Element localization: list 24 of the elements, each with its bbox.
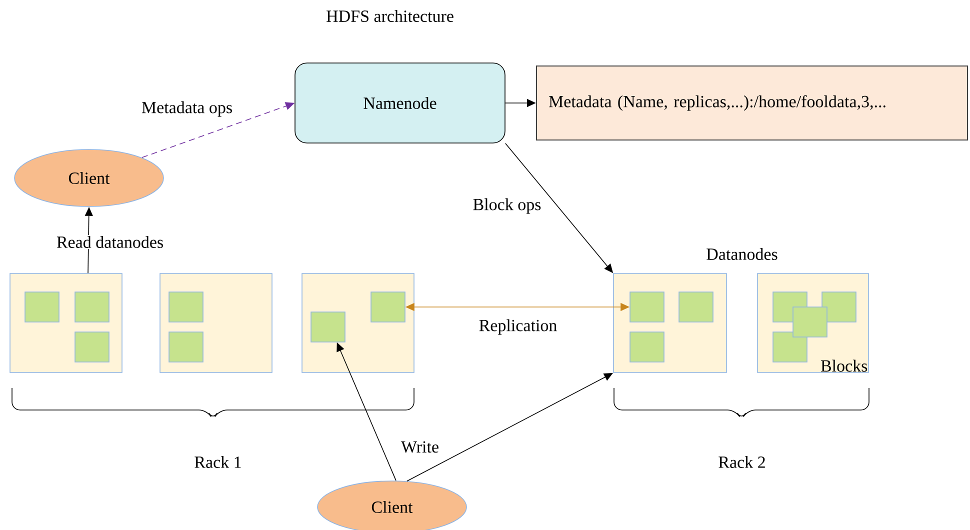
block-square	[24, 292, 60, 322]
block-square	[74, 292, 110, 322]
block-square	[678, 292, 714, 322]
block-square	[630, 332, 664, 362]
block-square	[74, 332, 110, 362]
label: Datanodes	[706, 248, 778, 260]
block-square	[772, 332, 808, 362]
block-square	[310, 312, 346, 342]
namenode-box: Namenode	[294, 62, 506, 144]
block-square	[822, 292, 856, 322]
block-square	[370, 292, 406, 322]
block-square	[630, 292, 664, 322]
edge-label: Write	[400, 440, 440, 454]
title: HDFS architecture	[326, 10, 454, 22]
edge-label: Block ops	[472, 197, 542, 215]
edge-label: Read datanodes	[55, 235, 165, 249]
label: Rack 2	[718, 456, 765, 468]
block-square	[168, 332, 204, 362]
edge-label: Metadata ops	[140, 100, 234, 118]
edge-label: Replication	[478, 318, 558, 336]
metadata-box: Metadata (Name, replicas,...):/home/fooldata,3,...	[536, 66, 968, 140]
label: Rack 1	[194, 456, 241, 468]
block-square	[168, 292, 204, 322]
block-square	[792, 306, 828, 338]
